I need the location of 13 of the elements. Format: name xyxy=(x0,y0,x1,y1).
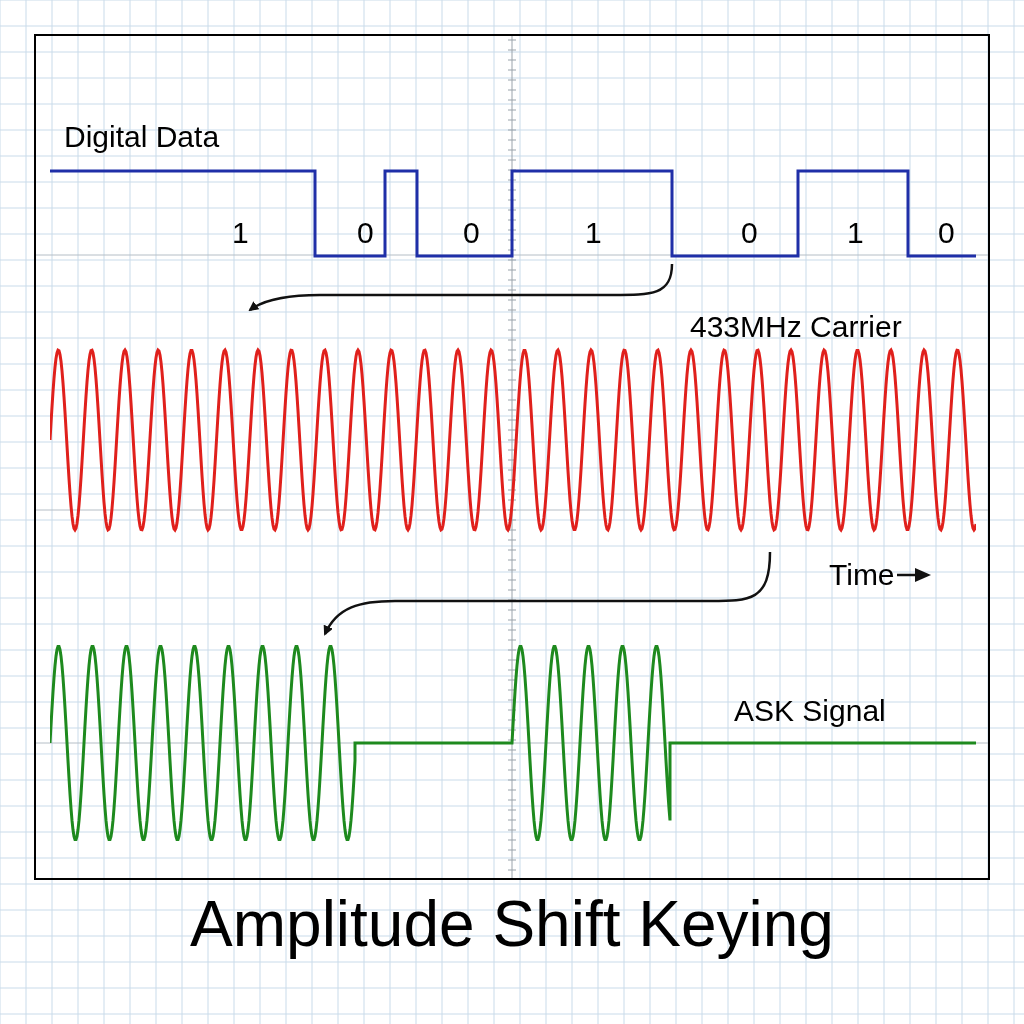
signal-label: 433MHz Carrier xyxy=(690,312,902,342)
bit-value: 0 xyxy=(741,218,758,248)
bit-value: 0 xyxy=(463,218,480,248)
bit-value: 0 xyxy=(357,218,374,248)
signal-label: Digital Data xyxy=(64,122,220,152)
curved-arrow xyxy=(248,263,674,312)
bit-value: 1 xyxy=(585,218,602,248)
bit-value: 0 xyxy=(938,218,955,248)
axis-label: Time xyxy=(829,560,895,590)
bit-value: 1 xyxy=(232,218,249,248)
signal-label: ASK Signal xyxy=(734,696,886,726)
curved-arrow xyxy=(323,551,772,636)
bit-value: 1 xyxy=(847,218,864,248)
